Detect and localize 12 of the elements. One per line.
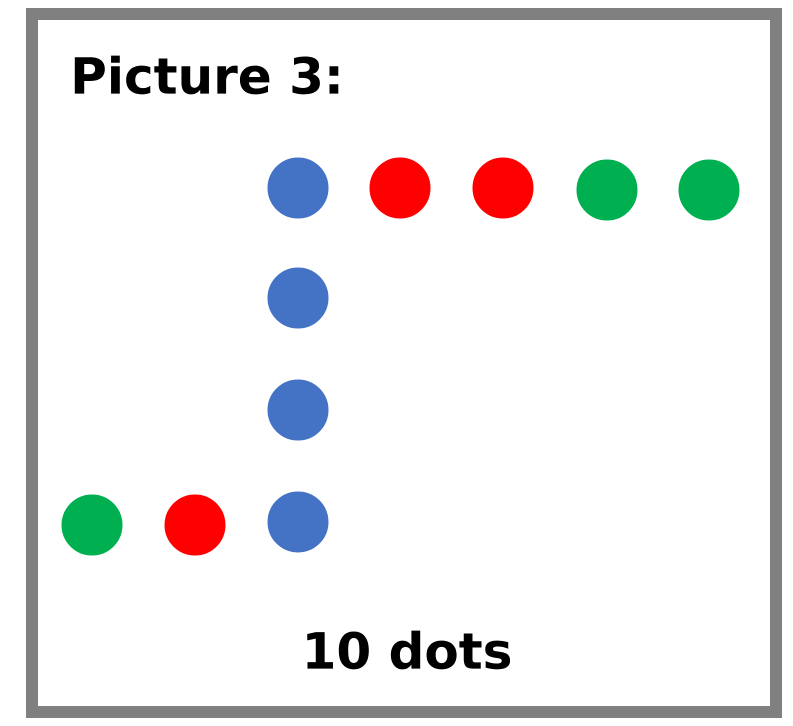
title: Picture 3: [74,56,338,94]
dot [678,160,740,220]
dot [62,494,122,556]
dot [164,494,226,556]
dot [268,380,328,440]
dot [472,158,534,218]
dot [268,158,328,218]
dot [370,158,430,218]
dot [576,160,638,220]
dot [268,492,328,552]
caption: 10 dots [307,630,510,670]
dot [268,268,328,328]
